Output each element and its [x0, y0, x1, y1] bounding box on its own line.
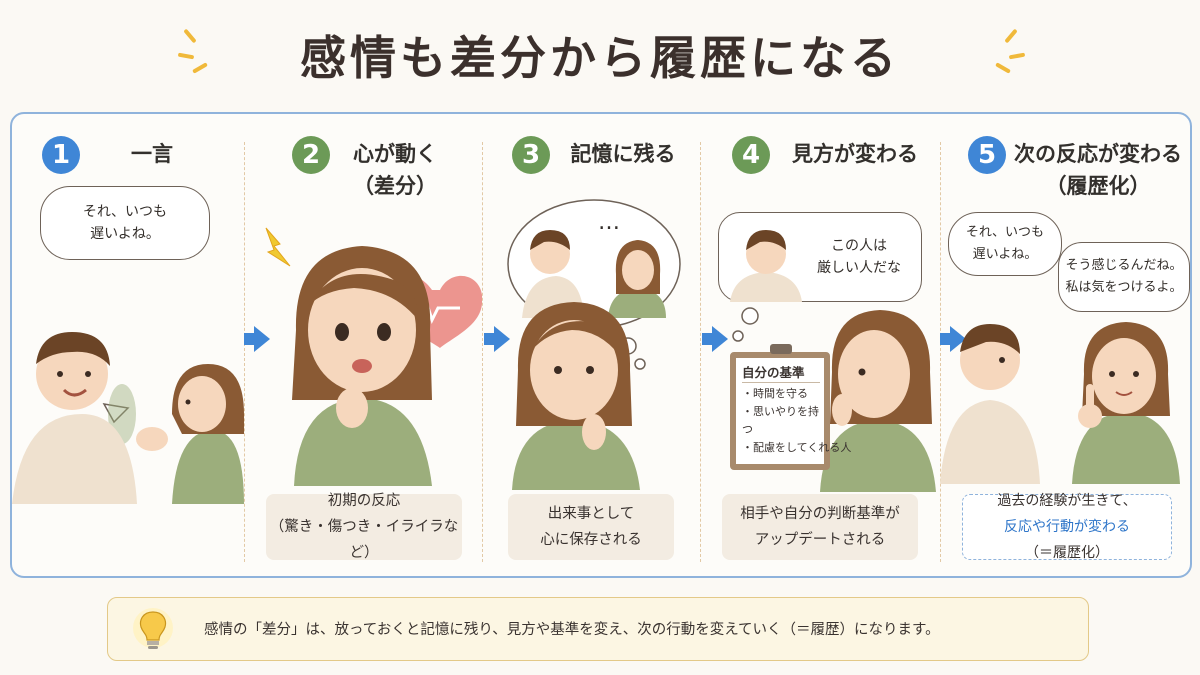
flow-arrow-icon: [484, 326, 510, 352]
step-caption: 出来事として心に保存される: [508, 494, 674, 560]
clipboard-item: ・時間を守る: [742, 387, 808, 400]
step-1: 1 一言 それ、いつも遅いよね。: [12, 114, 244, 576]
step-caption: 初期の反応（驚き・傷つき・イライラなど）: [266, 493, 462, 561]
lightbulb-icon: [133, 608, 173, 649]
step-caption-highlight: 過去の経験が生きて、 反応や行動が変わる（＝履歴化）: [962, 493, 1172, 561]
summary-text: 感情の「差分」は、放っておくと記憶に残り、見方や基準を変え、次の行動を変えていく…: [204, 622, 940, 638]
step-number-badge: 4: [732, 136, 770, 174]
step-caption: 相手や自分の判断基準がアップデートされる: [722, 494, 918, 560]
step-title: 次の反応が変わる（履歴化）: [1014, 142, 1182, 198]
standards-clipboard: 自分の基準 ・時間を守る ・思いやりを持つ ・配慮をしてくれる人: [730, 344, 852, 470]
clipboard-clip-icon: [770, 344, 792, 354]
man-portrait-illustration: [730, 230, 802, 302]
clipboard-item: ・思いやりを持つ: [742, 405, 819, 436]
calm-conversation-illustration: [940, 322, 1180, 484]
flow-arrow-icon: [244, 326, 270, 352]
step-divider: [700, 142, 701, 562]
reply-bubble: そう感じるんだね。私は気をつけるよ。: [1058, 242, 1190, 312]
step-4: 4 見方が変わる この人は厳しい人だな 自分の基準 ・時間を守る ・思いやりを持…: [700, 114, 940, 576]
thinking-woman-illustration: [732, 307, 936, 492]
page-title: 感情も差分から履歴になる: [300, 31, 900, 85]
step-5: 5 次の反応が変わる（履歴化） それ、いつも遅いよね。 そう感じるんだね。私は気…: [940, 114, 1190, 576]
speech-bubble: それ、いつも遅いよね。: [40, 186, 210, 260]
clipboard-title: 自分の基準: [742, 364, 820, 383]
speaking-people-illustration: [12, 332, 244, 504]
step-divider: [244, 142, 245, 562]
steps-panel: 1 一言 それ、いつも遅いよね。 2 心が動く（差分）: [10, 112, 1192, 578]
step-2: 2 心が動く（差分） 初期の反応（驚き・傷つき・イライラなど）: [244, 114, 482, 576]
step-number-badge: 3: [512, 136, 550, 174]
speech-bubble: それ、いつも遅いよね。: [948, 212, 1062, 276]
clipboard-item: ・配慮をしてくれる人: [742, 441, 852, 454]
step-divider: [482, 142, 483, 562]
step-title: 一言: [131, 142, 173, 166]
surprised-woman-illustration: [265, 227, 482, 486]
step-title: 見方が変わる: [792, 142, 918, 166]
step-number-badge: 1: [42, 136, 80, 174]
remembering-woman-illustration: [507, 199, 681, 490]
step-title: 心が動く（差分）: [353, 142, 437, 198]
shock-spark-icon: [265, 227, 291, 267]
flow-arrow-icon: [702, 326, 728, 352]
step-divider: [940, 142, 941, 562]
step-number-badge: 2: [292, 136, 330, 174]
summary-box: 感情の「差分」は、放っておくと記憶に残り、見方や基準を変え、次の行動を変えていく…: [107, 597, 1089, 661]
step-title: 記憶に残る: [570, 142, 676, 166]
step-number-badge: 5: [968, 136, 1006, 174]
step-3: 3 記憶に残る … 出来事として心に保存される: [482, 114, 700, 576]
highlight-text: 反応や行動が変わる: [1004, 519, 1130, 535]
thought-ellipsis: …: [598, 210, 620, 235]
